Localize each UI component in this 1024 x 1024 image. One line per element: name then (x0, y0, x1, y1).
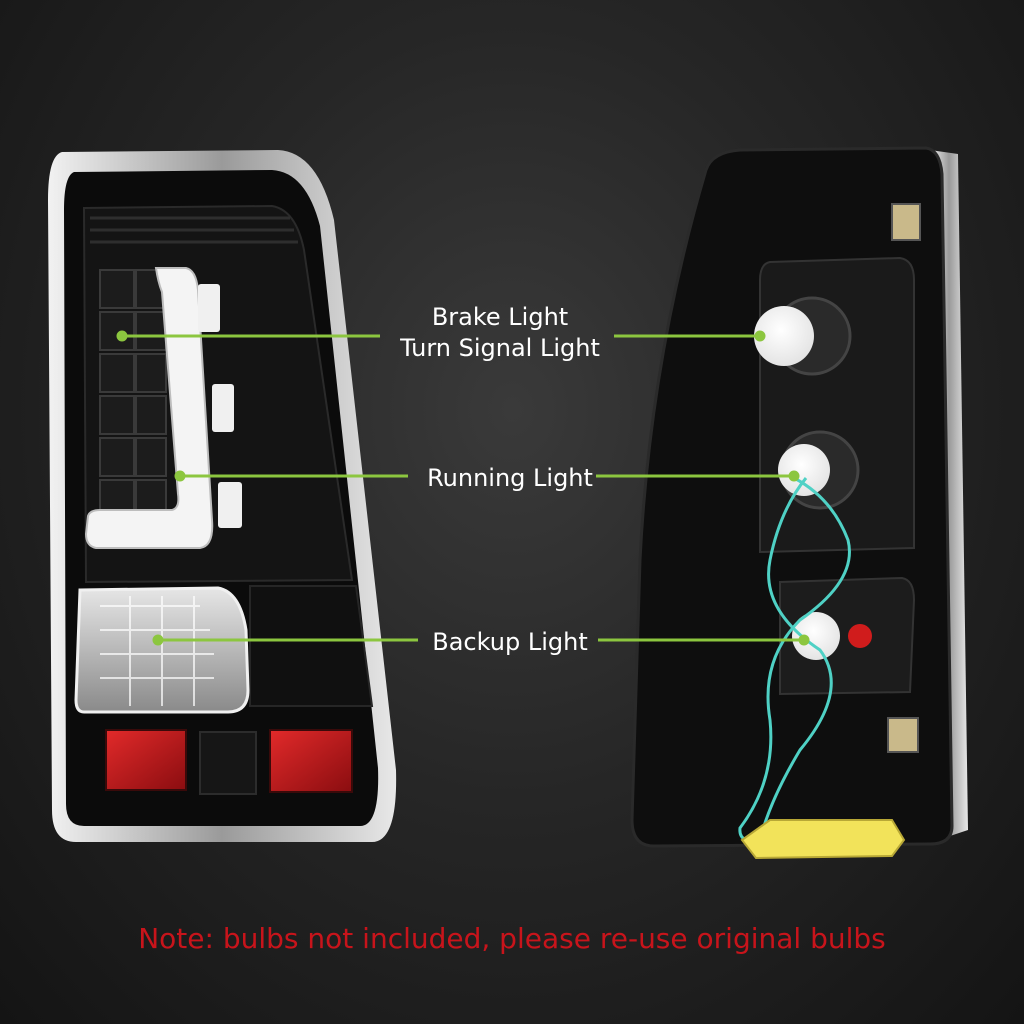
front-reflector-left (105, 729, 187, 791)
rear-gasket (740, 819, 906, 860)
front-reflector-bridge (199, 731, 257, 795)
front-tail-light (48, 150, 397, 842)
front-light-tab-1 (198, 284, 220, 332)
callout-lines (116, 330, 810, 646)
rear-tail-light (630, 146, 968, 860)
rear-mounting-plate (759, 256, 915, 554)
front-top-ribs (90, 216, 298, 244)
front-lower-panel (249, 585, 374, 707)
front-led-grid (99, 269, 167, 511)
rear-bulb-socket-upper (754, 306, 814, 366)
rear-wiring-harness-2 (758, 477, 833, 841)
rear-wiring-harness (738, 476, 851, 843)
label-running-light: Running Light (427, 464, 593, 492)
rear-certification-badge (848, 624, 872, 648)
rear-bulb-socket-middle (778, 444, 830, 496)
front-backup-lens-facets (100, 596, 214, 706)
rear-mount-clip-top (891, 203, 921, 241)
rear-lower-panel (779, 576, 916, 696)
label-backup-light: Backup Light (432, 628, 588, 656)
label-brake-turn-signal: Brake Light Turn Signal Light (380, 302, 620, 364)
front-light-tab-2 (212, 384, 234, 432)
rear-mount-clip-bottom (887, 717, 919, 753)
rear-bulb-socket-lower (792, 612, 840, 660)
label-brake-light: Brake Light (431, 303, 569, 331)
label-turn-signal-light: Turn Signal Light (400, 334, 600, 362)
bulbs-note: Note: bulbs not included, please re-use … (138, 922, 886, 955)
front-light-tab-3 (218, 482, 242, 528)
front-reflector-right (269, 729, 353, 793)
